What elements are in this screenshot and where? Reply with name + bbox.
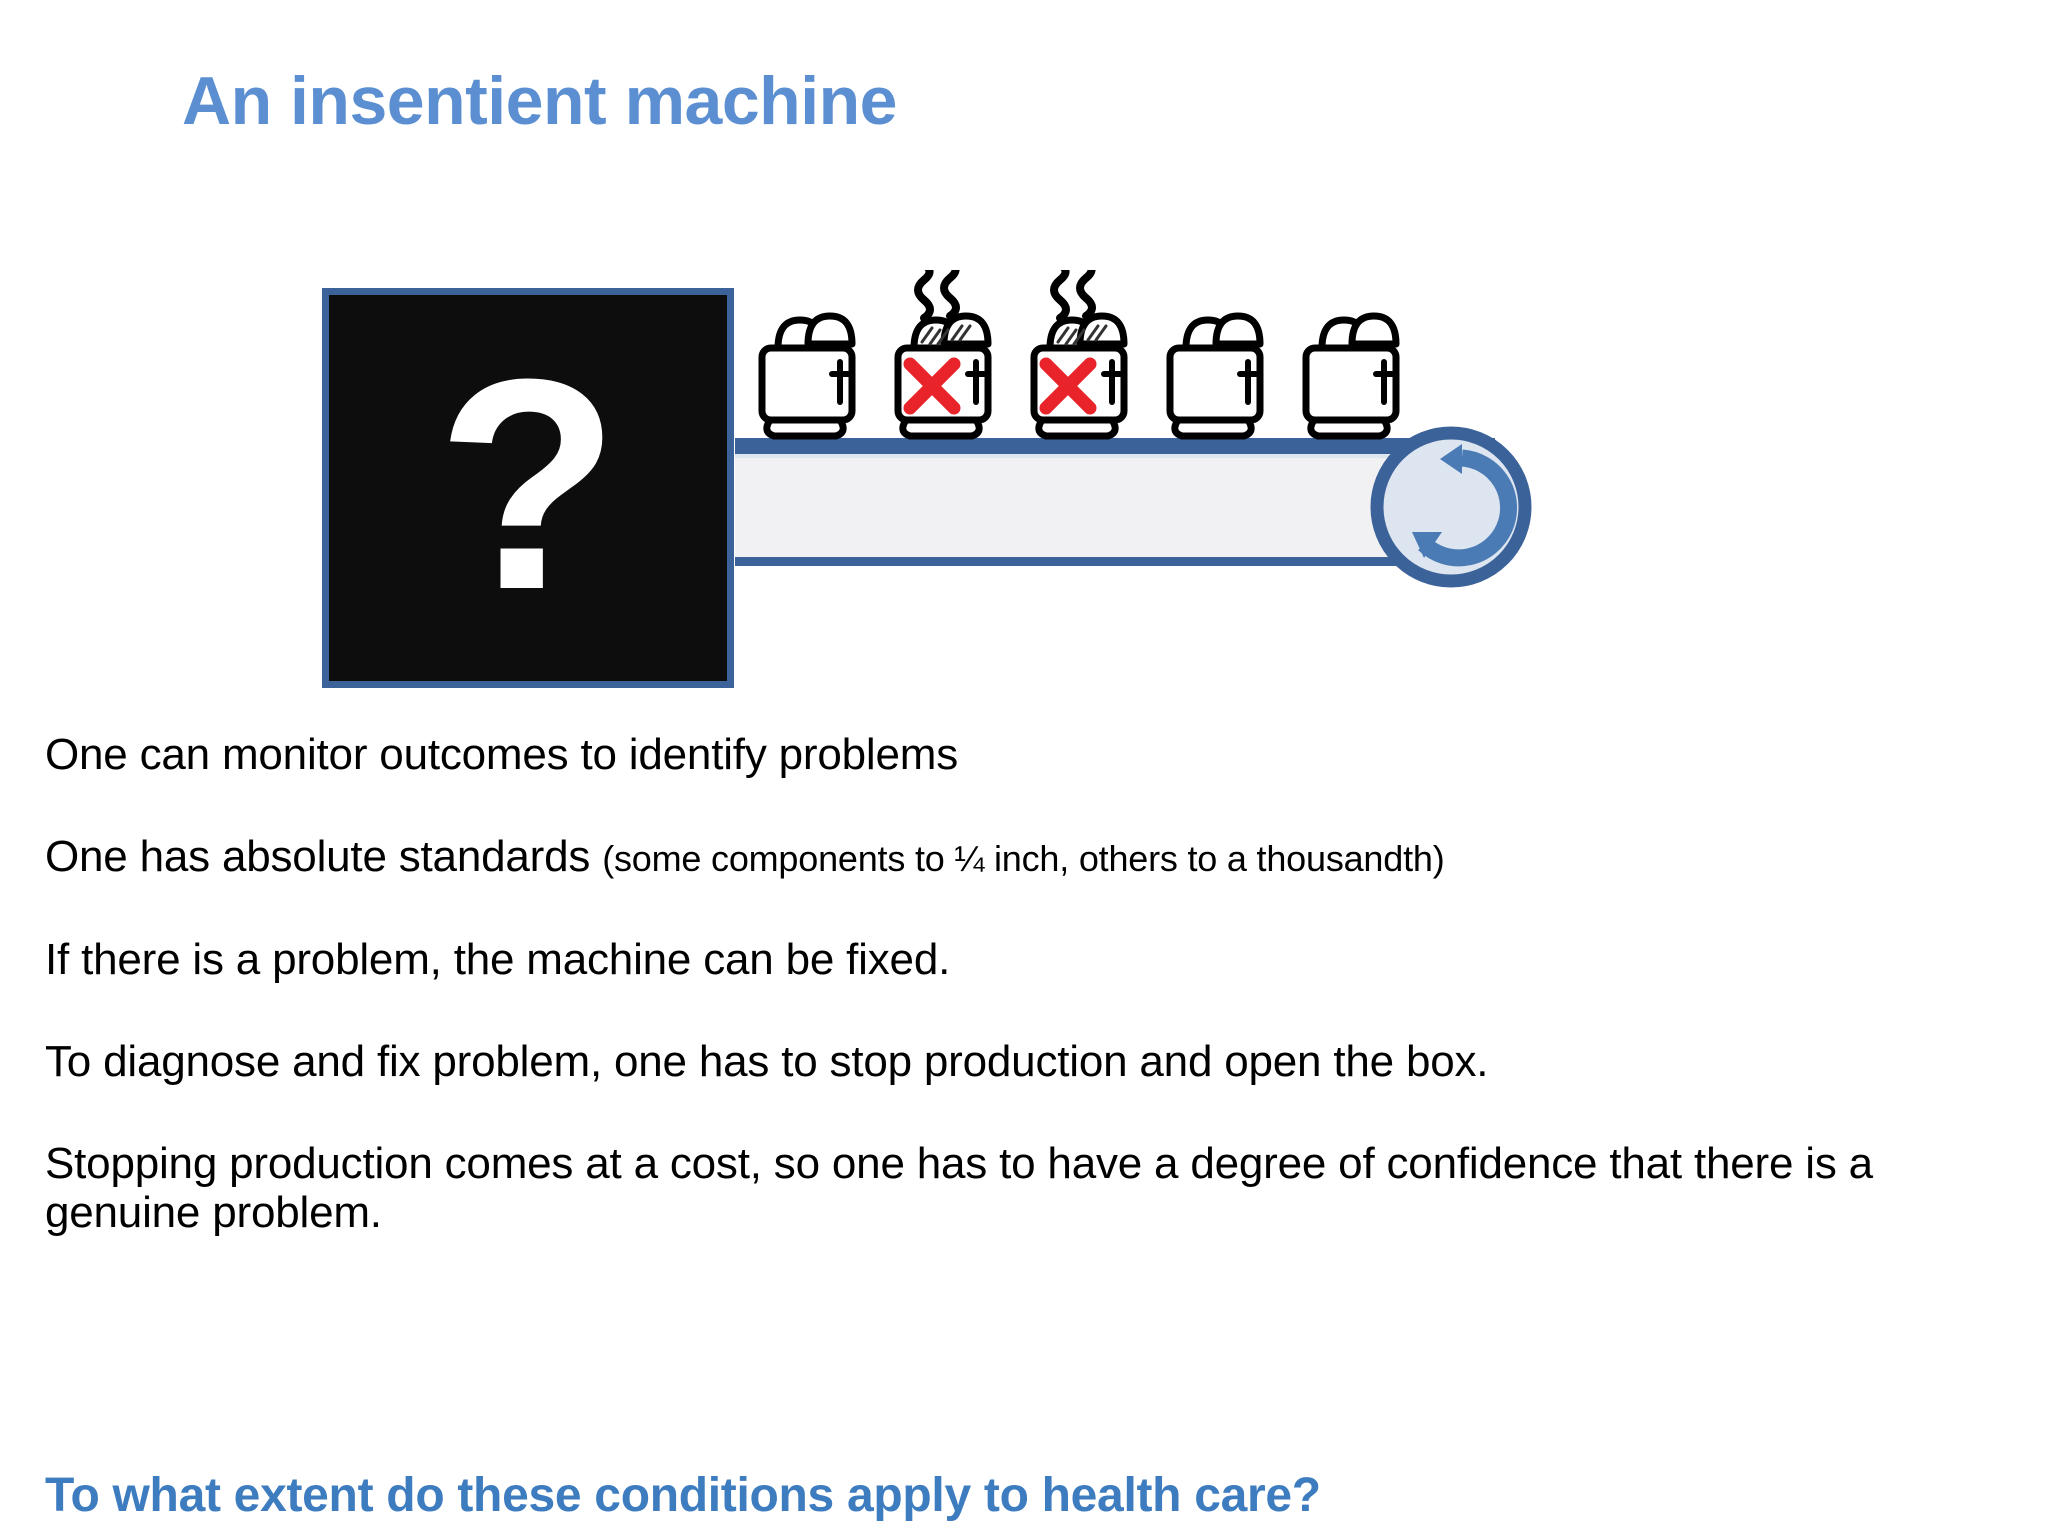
toaster-item (1156, 270, 1288, 450)
belt-highlight-line (735, 454, 1495, 458)
defect-x-icon (903, 357, 961, 415)
defect-x-icon (1039, 357, 1097, 415)
production-line-illustration: ? (0, 250, 2048, 710)
bullet-text-2-lead: One has absolute standards (45, 832, 603, 882)
page-title: An insentient machine (182, 63, 897, 139)
smoke-icon (914, 270, 960, 322)
bullet-text-5: Stopping production comes at a cost, so … (45, 1139, 1873, 1238)
bullet-text-3: If there is a problem, the machine can b… (45, 934, 951, 984)
smoke-icon (1050, 270, 1096, 322)
question-mark-symbol: ? (436, 316, 620, 652)
toaster-item (1292, 270, 1424, 450)
toaster-item-defective (884, 270, 1016, 450)
toaster-row (748, 270, 1428, 450)
bullet-text-2-note: (some components to ¼ inch, others to a … (602, 838, 1445, 880)
bullet-paragraph-2: One has absolute standards (some compone… (45, 832, 2025, 881)
black-box: ? (322, 288, 734, 688)
toaster-item-defective (1020, 270, 1152, 450)
bullet-paragraph-1: One can monitor outcomes to identify pro… (45, 730, 2025, 779)
closing-question: To what extent do these conditions apply… (45, 1469, 1321, 1522)
conveyor-belt (735, 438, 1495, 566)
bullet-paragraph-3: If there is a problem, the machine can b… (45, 935, 2025, 984)
bullet-text-4: To diagnose and fix problem, one has to … (45, 1036, 1489, 1086)
conveyor-roller-icon (1366, 422, 1536, 592)
toaster-item (748, 270, 880, 450)
body-text-block: One can monitor outcomes to identify pro… (45, 730, 2025, 1284)
bullet-text-1: One can monitor outcomes to identify pro… (45, 730, 959, 779)
bullet-paragraph-4: To diagnose and fix problem, one has to … (45, 1037, 2025, 1086)
bullet-paragraph-5: Stopping production comes at a cost, so … (45, 1139, 2025, 1238)
